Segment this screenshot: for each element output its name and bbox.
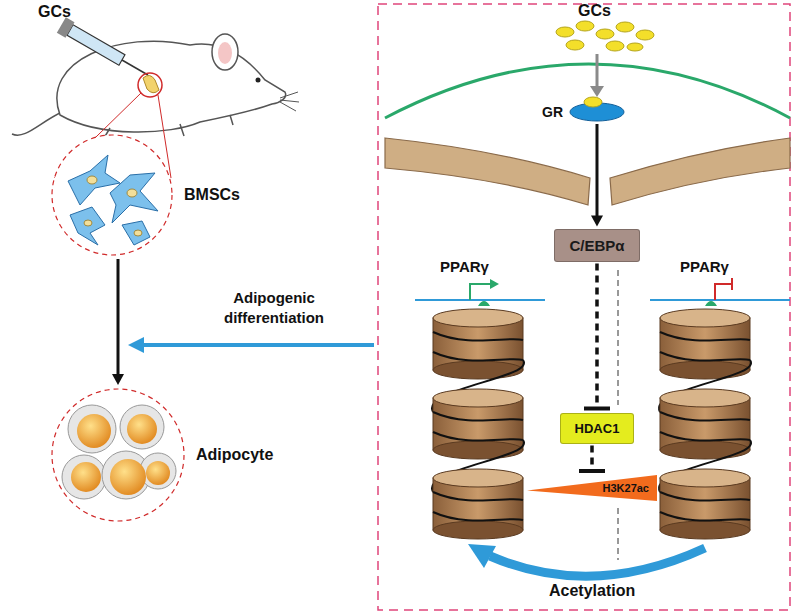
text-label: Acetylation [545,582,639,600]
syringe [57,17,153,83]
mouse [12,34,299,138]
arrow-head [490,279,499,289]
panel-border [378,4,790,610]
node-label: Adipocyte [196,446,273,464]
femur [143,75,159,92]
binding-arrow [596,54,599,88]
node-label: H3K27ac [603,482,649,494]
cell-circle: BMSCs [50,133,174,257]
cell-circle: Adipocyte [50,387,186,523]
divider [618,508,619,560]
cell-drawing [50,133,174,257]
text-label: Adipogenic differentiation [188,288,360,327]
active-promoter [470,284,492,300]
glucocorticoid-molecules [556,21,654,51]
nucleosome [659,389,751,492]
arrow-head [468,544,496,568]
arrow-connector [112,259,124,385]
inhibition-connector [579,446,605,472]
arrow-head [128,337,144,353]
receptor: GR [569,102,625,122]
text-label: PPARγ [680,258,729,275]
gene-line [415,299,545,301]
nuclear-envelope [610,138,790,205]
arrow-head [590,86,604,97]
arrow-connector [591,124,603,227]
histone-mark-wedge: H3K27ac [527,475,657,501]
protein-box: C/EBPα [554,229,639,262]
nucleosome [432,389,524,492]
node-label: HDAC1 [575,421,620,436]
nuclear-envelope [385,138,590,205]
acetylation-arrow [490,548,705,576]
repressed-promoter [715,278,732,300]
gene-line [650,299,790,301]
cell-drawing [50,387,186,523]
polymerase [478,301,490,306]
polymerase [705,301,717,306]
text-label: PPARγ [440,258,489,275]
node-label: BMSCs [184,186,240,204]
nucleosome [433,469,523,539]
divider [618,270,619,405]
enzyme-box: HDAC1 [560,413,635,444]
inhibition-connector [584,264,610,409]
receptor-shape [569,102,625,122]
node-label: GR [542,104,563,120]
nucleosome [660,469,750,539]
nucleosome [659,309,751,412]
text-label: GCs [578,2,611,20]
process-arrow [140,343,374,347]
nucleosome [432,309,524,412]
text-label: GCs [38,3,71,21]
node-label: C/EBPα [569,237,624,254]
bone-marrow-site [138,73,162,97]
